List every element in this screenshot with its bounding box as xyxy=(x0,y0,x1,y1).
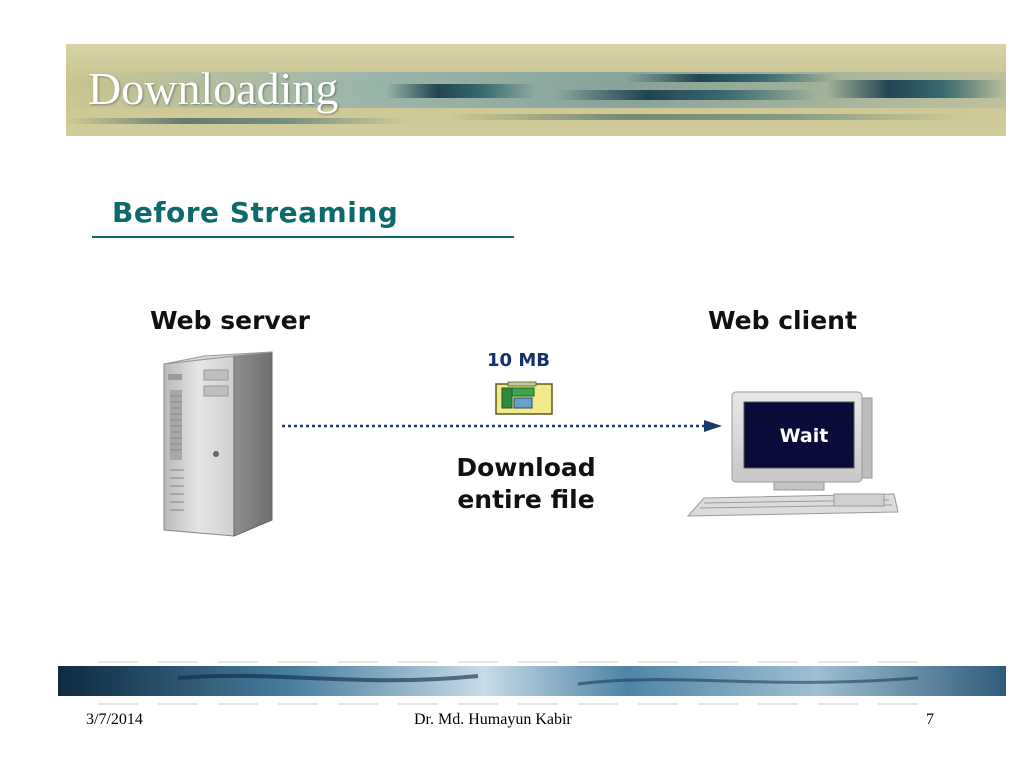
section-underline xyxy=(92,236,514,238)
client-computer-icon xyxy=(686,391,899,517)
footer-band xyxy=(58,661,1006,705)
footer-date: 3/7/2014 xyxy=(86,711,143,728)
footer-author: Dr. Md. Humayun Kabir xyxy=(414,711,572,728)
action-label-line2: entire file xyxy=(457,485,595,514)
client-label: Web client xyxy=(708,306,857,335)
footer-page-number: 7 xyxy=(926,711,934,728)
server-label: Web server xyxy=(150,306,310,335)
slide-title: Downloading xyxy=(88,63,339,114)
server-tower-icon xyxy=(163,351,273,537)
arrow-icon xyxy=(282,420,722,432)
file-size-label: 10 MB xyxy=(487,350,550,371)
file-icon xyxy=(495,381,553,415)
title-banner xyxy=(66,44,1006,136)
action-label: Download entire file xyxy=(412,452,640,516)
section-heading: Before Streaming xyxy=(112,196,399,229)
action-label-line1: Download xyxy=(456,453,596,482)
screen-wait-text: Wait xyxy=(779,425,829,447)
